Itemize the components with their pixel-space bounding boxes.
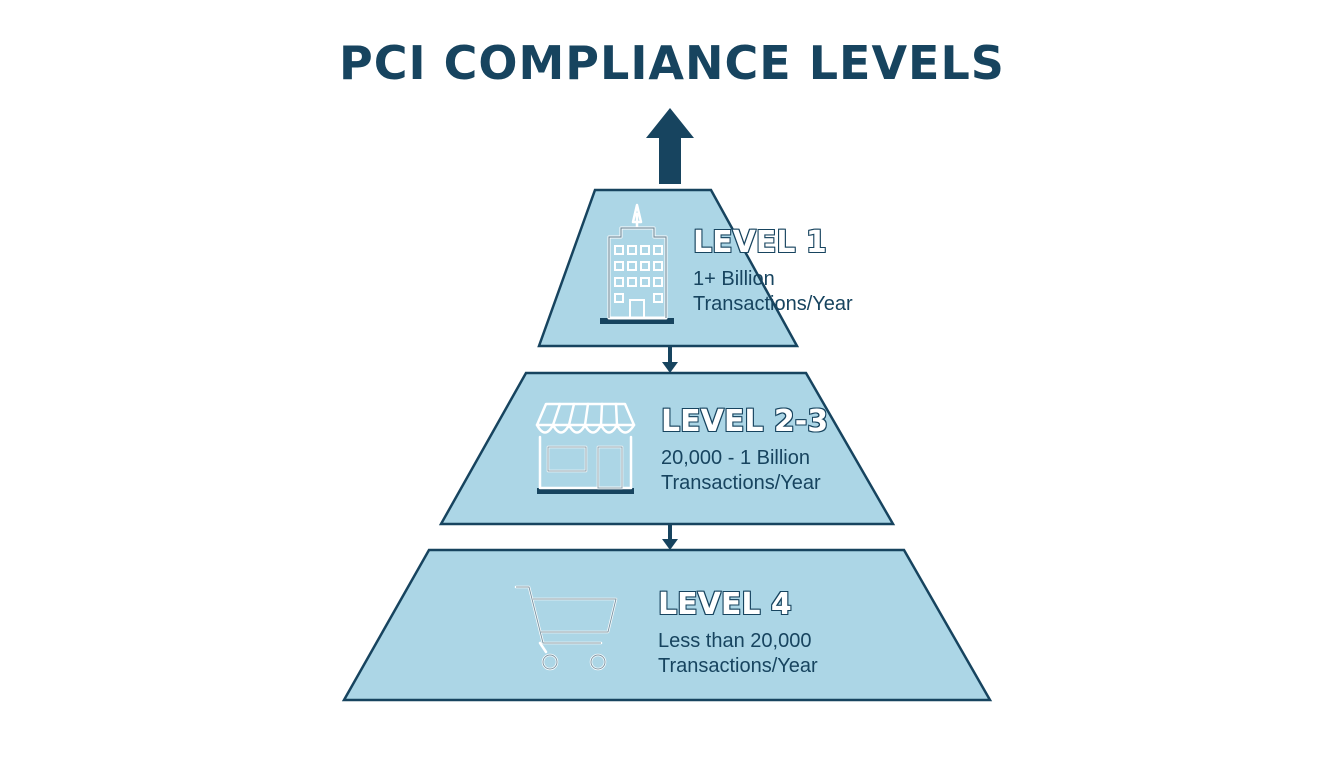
office-building-icon [600, 203, 674, 324]
tier-description-line2: Transactions/Year [661, 472, 821, 494]
tier-level-1-text: LEVEL 1 1+ Billion Transactions/Year [692, 225, 853, 317]
tier-description-line1: Less than 20,000 [658, 630, 812, 652]
shopping-cart-icon [514, 585, 618, 671]
tier-label: LEVEL 2-3 [660, 404, 829, 439]
tier-level-4 [341, 548, 993, 702]
tier-description-line2: Transactions/Year [658, 655, 818, 677]
tier-level-1 [537, 188, 800, 348]
tier-label: LEVEL 4 [657, 587, 793, 622]
tier-description-line2: Transactions/Year [693, 293, 853, 315]
tier-label: LEVEL 1 [692, 225, 828, 260]
tier-description-line1: 20,000 - 1 Billion [661, 447, 810, 469]
tier-level-4-text: LEVEL 4 Less than 20,000 Transactions/Ye… [657, 587, 818, 679]
tier-level-2-3 [438, 371, 896, 526]
down-arrow-icon [662, 346, 678, 373]
page-title: PCI COMPLIANCE LEVELS [339, 36, 1005, 90]
down-arrow-icon [662, 524, 678, 550]
up-arrow-icon [646, 108, 694, 184]
tier-description-line1: 1+ Billion [693, 268, 775, 290]
storefront-icon [535, 402, 636, 494]
tier-level-2-3-text: LEVEL 2-3 20,000 - 1 Billion Transaction… [660, 404, 829, 496]
